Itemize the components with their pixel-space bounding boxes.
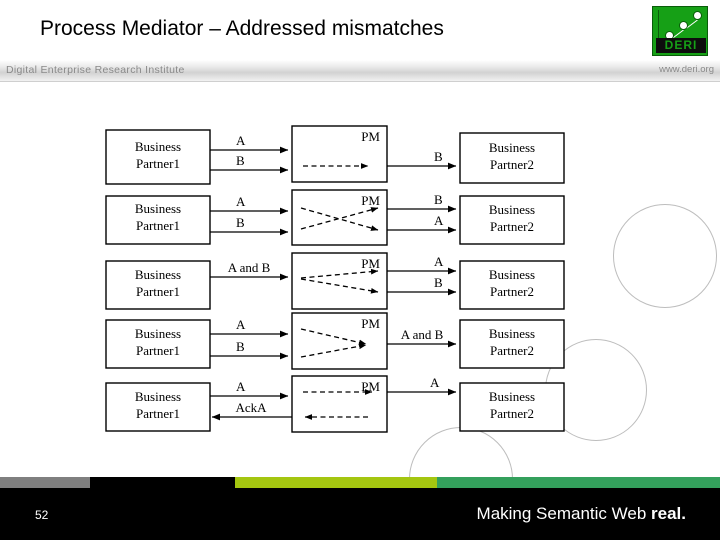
message-label-a-out: A <box>430 375 440 390</box>
diagram-row-2: Business Partner1 PM Business Partner2 A… <box>105 189 565 246</box>
message-label-a: A <box>236 317 246 332</box>
partner1-label-line2: Partner1 <box>136 156 180 171</box>
mediator-label: PM <box>361 129 380 144</box>
message-label-a-and-b: A and B <box>228 260 271 275</box>
strip-segment-black <box>90 477 235 488</box>
partner1-label-line2: Partner1 <box>136 284 180 299</box>
partner2-box <box>459 319 565 369</box>
mediator-label: PM <box>361 256 380 271</box>
partner1-box <box>105 319 211 369</box>
partner2-box <box>459 195 565 245</box>
message-label-a-and-b-out: A and B <box>401 327 444 342</box>
message-label-a: A <box>236 379 246 394</box>
mediator-internal-arrow <box>300 207 379 230</box>
partner2-label-line1: Business <box>489 140 535 155</box>
mediator-label: PM <box>361 316 380 331</box>
logo-wordmark: DERI <box>656 38 706 53</box>
strip-segment-gray <box>0 477 90 488</box>
partner1-label-line1: Business <box>135 389 181 404</box>
partner2-label-line2: Partner2 <box>490 343 534 358</box>
partner1-box <box>105 382 211 432</box>
partner1-label-line2: Partner1 <box>136 343 180 358</box>
partner1-label-line1: Business <box>135 267 181 282</box>
diagram-row-5: Business Partner1 PM Business Partner2 A… <box>105 375 565 433</box>
mediator-internal-arrow <box>300 268 379 279</box>
diagram-row-1: Business Partner1 PM Business Partner2 A… <box>105 125 565 185</box>
mediator-box <box>291 189 388 246</box>
tagline-bold: real. <box>651 504 686 523</box>
page-title: Process Mediator – Addressed mismatches <box>40 17 444 40</box>
mediator-box <box>291 375 388 433</box>
message-label-acka: AckA <box>235 400 267 415</box>
partner2-label-line2: Partner2 <box>490 406 534 421</box>
partner1-label-line1: Business <box>135 139 181 154</box>
message-label-a: A <box>236 133 246 148</box>
partner1-box <box>105 195 211 245</box>
partner1-label-line1: Business <box>135 201 181 216</box>
mediator-internal-arrow <box>300 207 379 231</box>
message-label-b-out: B <box>434 192 443 207</box>
mediator-box <box>291 252 388 310</box>
partner1-label-line2: Partner1 <box>136 218 180 233</box>
partner2-label-line2: Partner2 <box>490 157 534 172</box>
partner2-box <box>459 132 565 184</box>
deri-logo: DERI <box>652 6 708 56</box>
footer-bar <box>0 488 720 540</box>
message-label-a-out: A <box>434 254 444 269</box>
partner2-label-line2: Partner2 <box>490 284 534 299</box>
message-label-b-out: B <box>434 149 443 164</box>
message-label-b: B <box>236 339 245 354</box>
message-label-a-out: A <box>434 213 444 228</box>
website-url: www.deri.org <box>659 64 714 75</box>
partner2-label-line2: Partner2 <box>490 219 534 234</box>
mediator-internal-arrow <box>300 343 367 358</box>
partner2-label-line1: Business <box>489 202 535 217</box>
partner1-box <box>105 260 211 310</box>
mediator-internal-arrow <box>300 328 367 346</box>
diagram-row-3: Business Partner1 PM Business Partner2 A… <box>105 252 565 310</box>
mediator-box <box>291 312 388 370</box>
mediator-internal-arrow <box>300 278 379 294</box>
partner1-label-line2: Partner1 <box>136 406 180 421</box>
partner1-label-line1: Business <box>135 326 181 341</box>
footer-tagline: Making Semantic Web real. <box>477 504 686 524</box>
message-label-a: A <box>236 194 246 209</box>
partner2-box <box>459 260 565 310</box>
mediator-box <box>291 125 388 183</box>
tagline-light: Making Semantic Web <box>476 504 652 523</box>
diagram-row-4: Business Partner1 PM Business Partner2 A… <box>105 312 565 370</box>
strip-segment-yellow-green <box>235 477 437 488</box>
partner2-label-line1: Business <box>489 389 535 404</box>
partner1-box <box>105 129 211 185</box>
institute-name: Digital Enterprise Research Institute <box>6 64 185 76</box>
message-label-b: B <box>236 215 245 230</box>
partner2-label-line1: Business <box>489 267 535 282</box>
strip-segment-green <box>437 477 720 488</box>
logo-axis-line <box>658 10 659 42</box>
partner2-label-line1: Business <box>489 326 535 341</box>
logo-node-dot <box>693 11 702 20</box>
footer-color-strip <box>0 477 720 488</box>
mediator-label: PM <box>361 193 380 208</box>
subheader-bar: Digital Enterprise Research Institute ww… <box>0 60 720 82</box>
logo-node-dot <box>679 21 688 30</box>
message-label-b-out: B <box>434 275 443 290</box>
partner2-box <box>459 382 565 432</box>
page-number: 52 <box>35 508 49 522</box>
message-label-b: B <box>236 153 245 168</box>
decorative-circle <box>613 204 717 308</box>
